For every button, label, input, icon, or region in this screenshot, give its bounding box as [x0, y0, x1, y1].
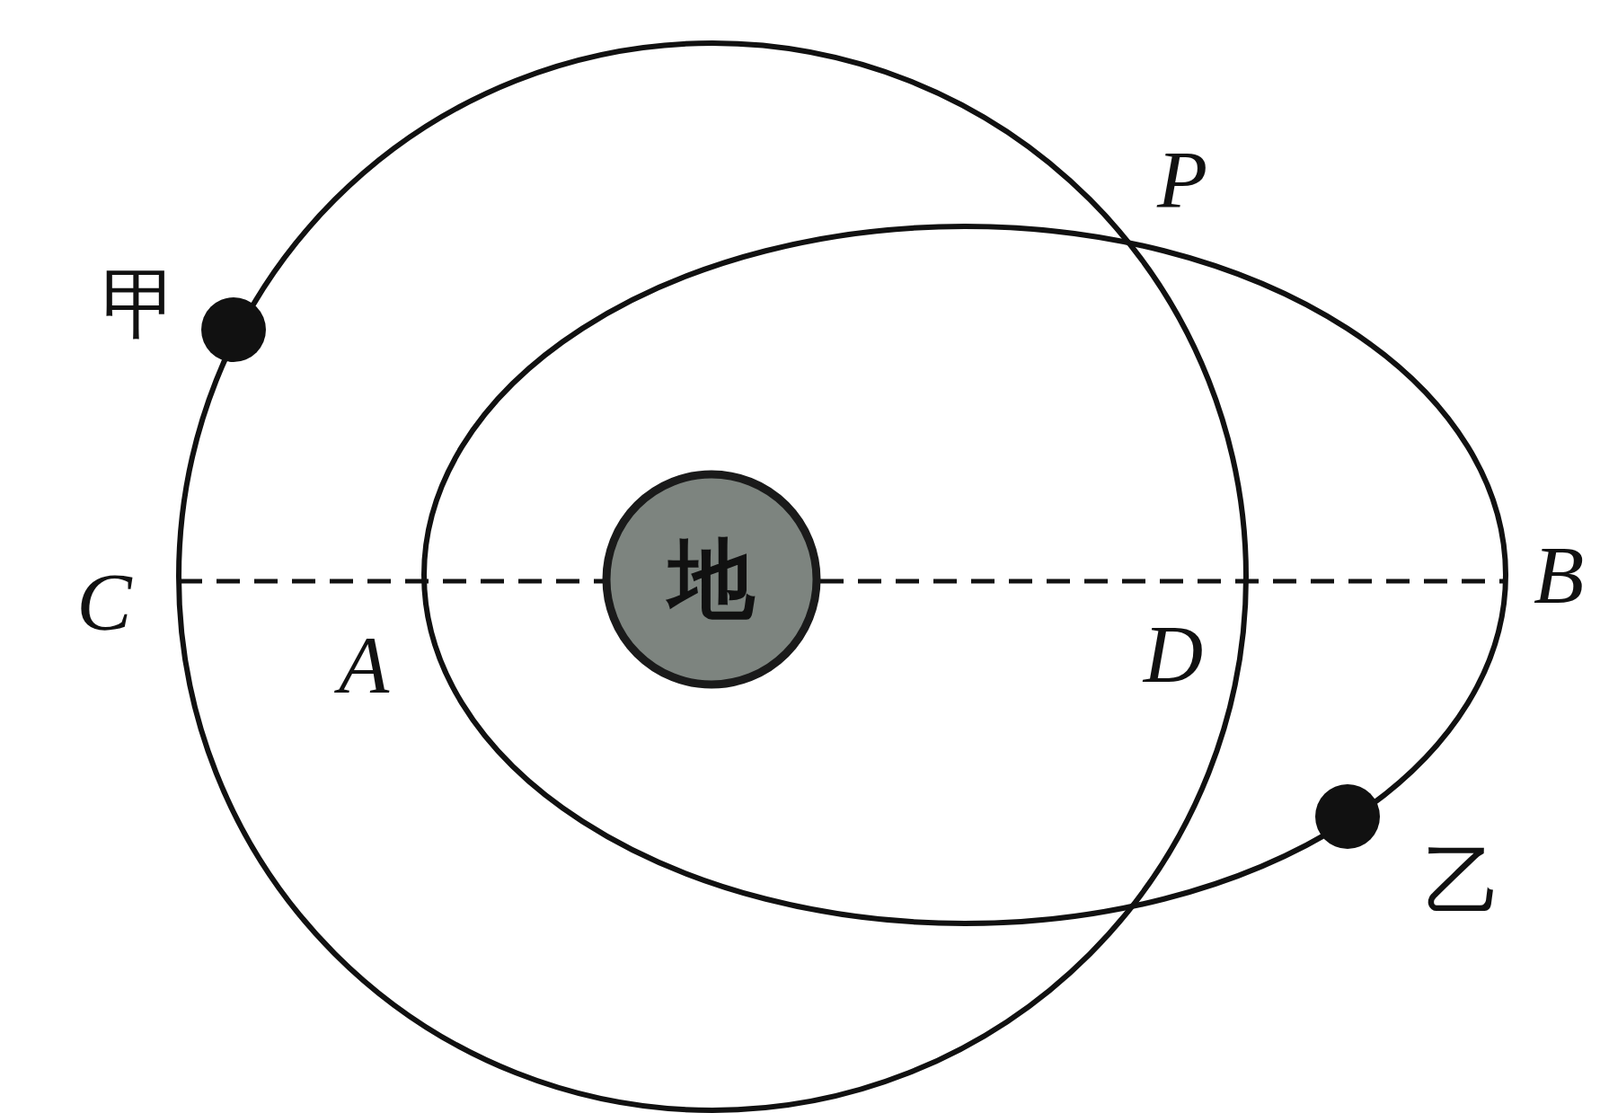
point-label: P [1157, 138, 1208, 221]
point-label: A [338, 623, 389, 707]
earth-circle: 地 [601, 469, 822, 690]
satellite-dot [201, 297, 266, 363]
satellite-label: 甲 [101, 265, 179, 343]
axis-line [178, 579, 1506, 584]
satellite-label: 乙 [1423, 841, 1502, 920]
satellite-dot [1315, 784, 1380, 849]
elliptical-orbit [424, 226, 1506, 924]
earth-label: 地 [668, 536, 755, 623]
point-label: D [1143, 612, 1203, 696]
point-label: B [1533, 533, 1584, 617]
point-label: C [76, 560, 132, 644]
circular-orbit [178, 43, 1247, 1111]
